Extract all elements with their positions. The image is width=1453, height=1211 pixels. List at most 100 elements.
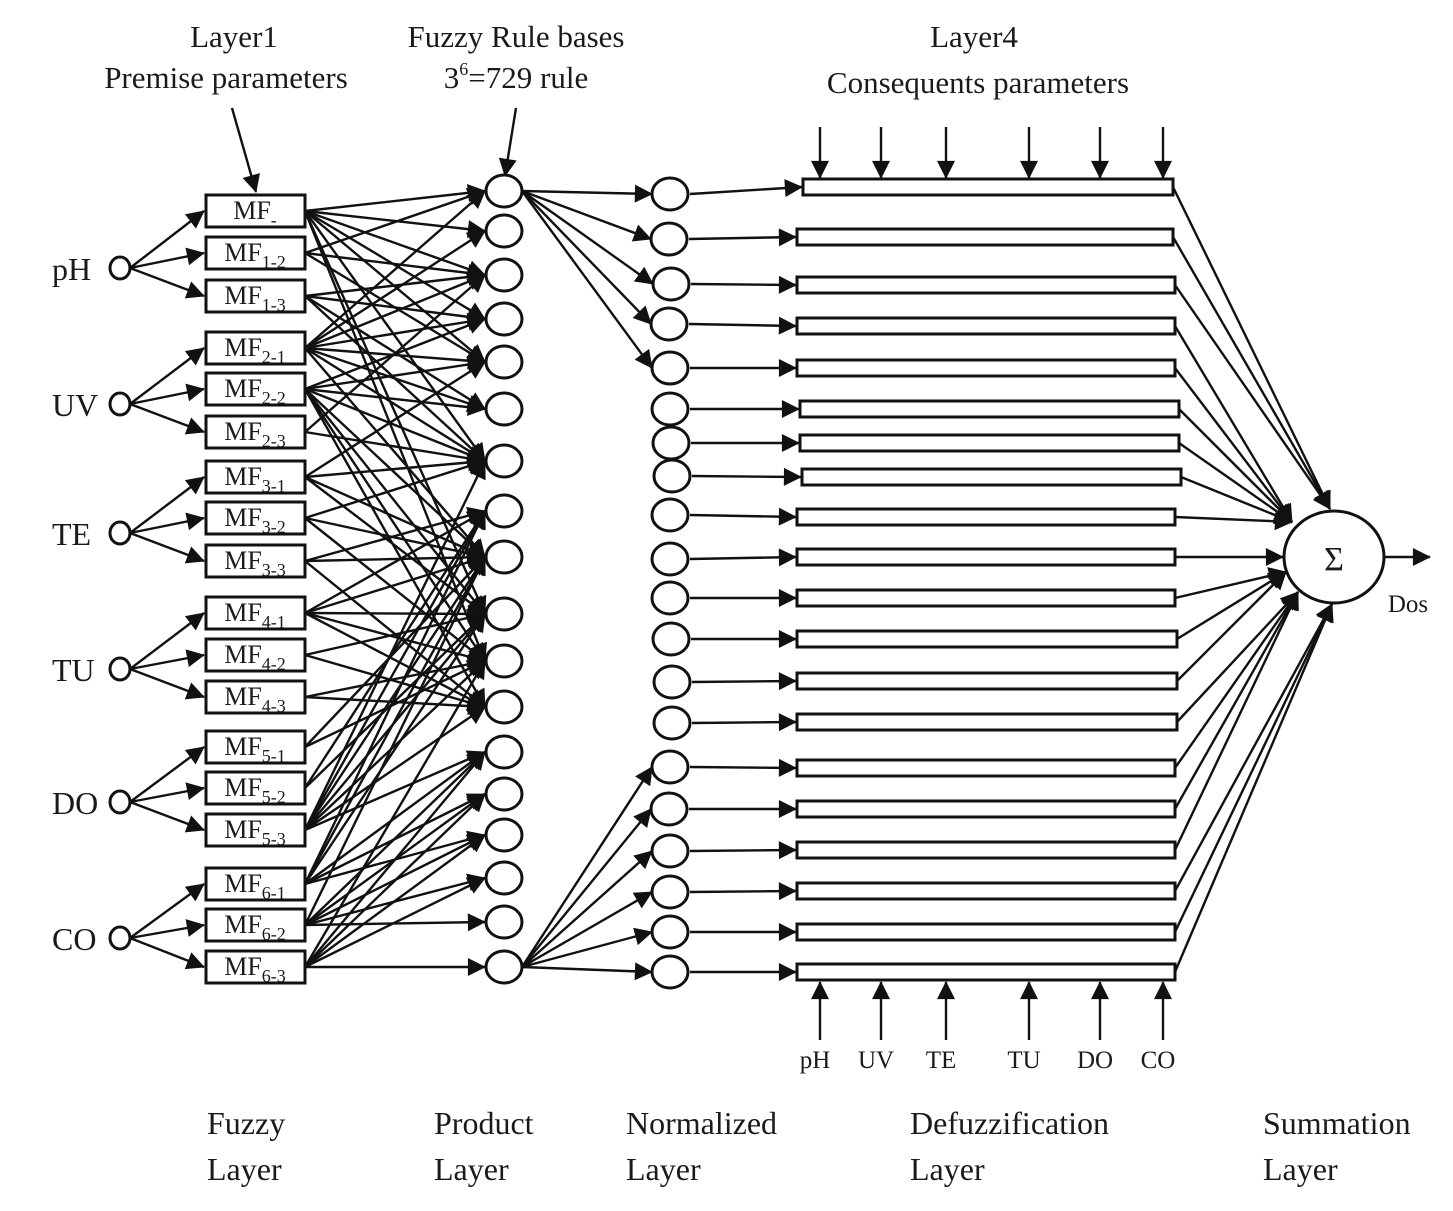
layer1-title: Layer1 xyxy=(190,19,278,54)
mf-subscript: 6-3 xyxy=(262,966,286,986)
mf-to-product-arrow xyxy=(303,660,487,968)
mf-box xyxy=(204,949,307,985)
bar-to-summation-arrow xyxy=(1173,603,1334,973)
input-to-mf-arrow xyxy=(129,266,205,299)
input-to-mf-arrow xyxy=(129,936,205,970)
normalized-to-bar-arrow xyxy=(689,841,797,860)
product-node xyxy=(484,257,524,293)
defuzzification-bar xyxy=(795,358,1177,378)
layer-label-normalized-line2: Layer xyxy=(626,1151,701,1187)
rules-exponent: 6 xyxy=(459,59,468,79)
bar-to-summation-arrow xyxy=(1173,591,1300,851)
normalized-node xyxy=(650,176,690,212)
product-node xyxy=(484,596,524,632)
mf-box xyxy=(204,500,307,536)
normalized-node xyxy=(649,791,689,827)
input-label-tu: TU xyxy=(52,652,95,688)
bar-to-summation-arrow xyxy=(1174,367,1293,523)
bar-to-summation-arrow xyxy=(1174,284,1331,510)
mf-label: MF2-3 xyxy=(224,417,286,451)
mf-to-product-arrow xyxy=(304,387,486,464)
input-label-do: DO xyxy=(52,785,98,821)
input-to-mf-arrow xyxy=(129,383,205,406)
normalized-to-bar-arrow xyxy=(689,758,797,777)
mf-base: MF xyxy=(224,682,262,711)
mf-to-product-arrow xyxy=(304,751,486,968)
mf-base: MF xyxy=(224,869,262,898)
mf-to-product-arrow xyxy=(303,510,487,831)
mf-to-product-arrow xyxy=(303,210,487,615)
mf-base: MF xyxy=(224,910,262,939)
mf-base: MF xyxy=(224,238,262,267)
input-to-mf-arrow xyxy=(129,402,205,435)
normalized-node xyxy=(650,954,690,990)
product-node xyxy=(484,213,524,249)
defuzzification-layer xyxy=(795,177,1183,982)
defuzzification-bar xyxy=(800,467,1183,487)
input-to-mf-arrow xyxy=(129,512,205,535)
mf-box xyxy=(204,770,307,806)
normalized-node xyxy=(650,391,690,427)
consequent-param-label-tu: TU xyxy=(1007,1047,1040,1074)
mf-base: MF xyxy=(224,281,262,310)
product-node xyxy=(484,539,524,575)
mf-base: MF xyxy=(224,815,262,844)
input-to-mf-arrow xyxy=(129,782,205,804)
layer-label-summation-line2: Layer xyxy=(1263,1151,1338,1187)
rules-header: Fuzzy Rule bases 36=729 rule xyxy=(408,19,625,95)
defuzzification-bar xyxy=(795,316,1177,336)
defuzzification-bar xyxy=(801,177,1175,197)
input-to-mf-arrow xyxy=(129,210,205,269)
mf-to-product-arrow xyxy=(304,355,486,391)
normalized-node xyxy=(650,580,690,616)
normalized-node xyxy=(649,221,689,257)
layer4-subtitle: Consequents parameters xyxy=(827,65,1129,100)
input-node-tu xyxy=(108,656,132,682)
mf-label: MF5-1 xyxy=(224,732,286,766)
layer-label-product-line1: Product xyxy=(434,1105,534,1141)
input-to-mf-arrow xyxy=(129,531,205,564)
product-to-normalized-arrow xyxy=(520,766,654,968)
defuzzification-bar xyxy=(795,840,1177,860)
mf-subscript: 6-1 xyxy=(262,883,286,903)
input-label-uv: UV xyxy=(52,387,98,423)
mf-to-product-arrow xyxy=(304,346,486,463)
normalized-to-bar-arrow xyxy=(688,228,797,247)
connection-edges xyxy=(129,179,1334,981)
rules-title: Fuzzy Rule bases xyxy=(408,19,625,54)
product-to-normalized-arrow xyxy=(521,190,653,369)
layer-label-defuzzification-line1: Defuzzification xyxy=(910,1105,1109,1141)
bar-to-summation-arrow xyxy=(1174,567,1287,600)
mf-to-product-arrow xyxy=(304,294,486,326)
input-to-mf-arrow xyxy=(129,800,205,833)
product-to-normalized-arrow xyxy=(521,190,652,325)
normalized-to-bar-arrow xyxy=(689,882,797,901)
mf-to-product-arrow xyxy=(304,229,486,350)
layer-label-defuzzification-line2: Layer xyxy=(910,1151,985,1187)
mf-to-product-arrow xyxy=(303,556,487,831)
mf-to-product-arrow xyxy=(304,509,486,615)
input-label-co: CO xyxy=(52,921,96,957)
defuzzification-bar xyxy=(798,433,1181,453)
mf-to-product-arrow xyxy=(304,876,486,969)
normalized-to-bar-arrow xyxy=(689,548,797,567)
product-node xyxy=(484,817,524,853)
mf-base: MF xyxy=(224,462,262,491)
mf-box xyxy=(204,812,307,848)
input-to-mf-arrow xyxy=(129,746,205,803)
normalized-node xyxy=(650,541,690,577)
mf-subscript: 4-1 xyxy=(262,612,286,632)
bar-to-summation-arrow xyxy=(1176,571,1287,682)
mf-base: MF xyxy=(224,732,262,761)
normalized-node xyxy=(650,833,690,869)
mf-box xyxy=(204,235,307,271)
product-to-normalized-arrow xyxy=(521,927,653,969)
normalized-node xyxy=(652,458,692,494)
normalized-node xyxy=(650,749,690,785)
mf-to-product-arrow xyxy=(303,556,487,885)
bar-to-summation-arrow xyxy=(1173,603,1334,892)
mf-to-product-arrow xyxy=(304,659,486,749)
consequent-param-label-do: DO xyxy=(1077,1047,1113,1074)
input-label-ph: pH xyxy=(52,251,91,287)
